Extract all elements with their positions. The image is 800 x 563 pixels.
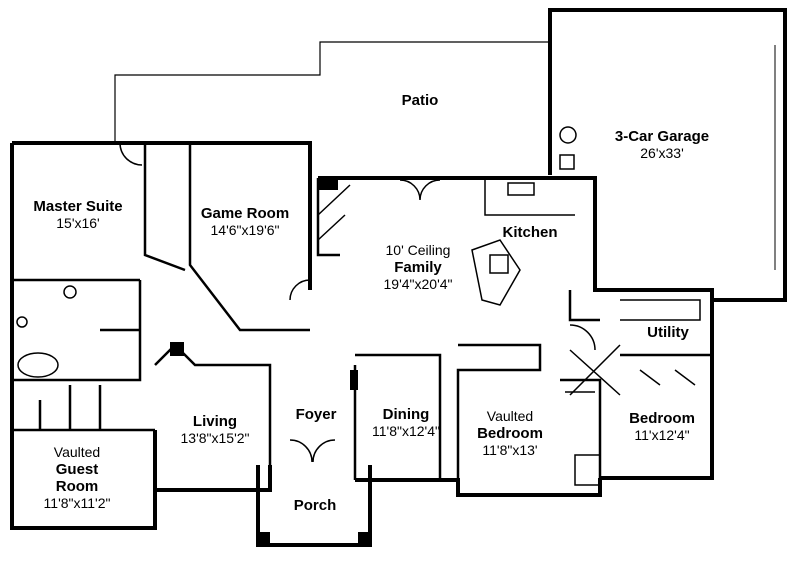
room-label-dining: Dining 11'8"x12'4" — [372, 406, 440, 440]
master-suite-size: 15'x16' — [56, 215, 100, 231]
exterior-walls — [10, 141, 714, 547]
living-size: 13'8"x15'2" — [180, 430, 250, 446]
game-room-name: Game Room — [200, 205, 290, 222]
room-label-family: 10' Ceiling Family 19'4"x20'4" — [383, 242, 452, 293]
vaulted-bedroom-name: Bedroom — [477, 425, 543, 442]
room-label-guest-room: Vaulted Guest Room 11'8"x11'2" — [44, 444, 111, 512]
game-room-size: 14'6"x19'6" — [210, 222, 280, 238]
room-label-vaulted-bedroom: Vaulted Bedroom 11'8"x13' — [477, 408, 543, 459]
room-label-master-suite: Master Suite 15'x16' — [33, 198, 122, 232]
patio-outline — [114, 41, 550, 143]
dining-size: 11'8"x12'4" — [372, 423, 440, 439]
fixtures — [16, 126, 701, 486]
guest-room-name-1: Guest — [55, 461, 99, 478]
dining-name: Dining — [382, 406, 430, 423]
family-size: 19'4"x20'4" — [383, 276, 453, 292]
guest-room-name-2: Room — [55, 478, 99, 495]
guest-room-note: Vaulted — [53, 444, 101, 460]
room-label-garage: 3-Car Garage 26'x33' — [615, 128, 709, 162]
wall-blocks — [170, 178, 372, 546]
vaulted-bedroom-note: Vaulted — [486, 408, 534, 424]
room-label-patio: Patio — [401, 92, 439, 109]
vaulted-bedroom-size: 11'8"x13' — [482, 442, 538, 458]
bedroom-name: Bedroom — [629, 410, 695, 427]
garage-walls — [548, 8, 787, 302]
guest-room-size: 11'8"x11'2" — [43, 495, 111, 511]
interior-walls — [12, 143, 712, 480]
family-note: 10' Ceiling — [385, 242, 451, 258]
room-label-foyer: Foyer — [295, 406, 337, 423]
room-label-utility: Utility — [647, 324, 689, 341]
room-label-living: Living 13'8"x15'2" — [180, 413, 249, 447]
master-suite-name: Master Suite — [33, 198, 123, 215]
room-label-porch: Porch — [293, 497, 337, 514]
garage-name: 3-Car Garage — [614, 128, 710, 145]
living-name: Living — [192, 413, 238, 430]
family-name: Family — [394, 259, 442, 276]
room-label-kitchen: Kitchen — [502, 224, 558, 241]
room-label-game-room: Game Room 14'6"x19'6" — [201, 205, 289, 239]
bedroom-size: 11'x12'4" — [634, 427, 690, 443]
garage-size: 26'x33' — [640, 145, 684, 161]
room-label-bedroom: Bedroom 11'x12'4" — [629, 410, 695, 444]
